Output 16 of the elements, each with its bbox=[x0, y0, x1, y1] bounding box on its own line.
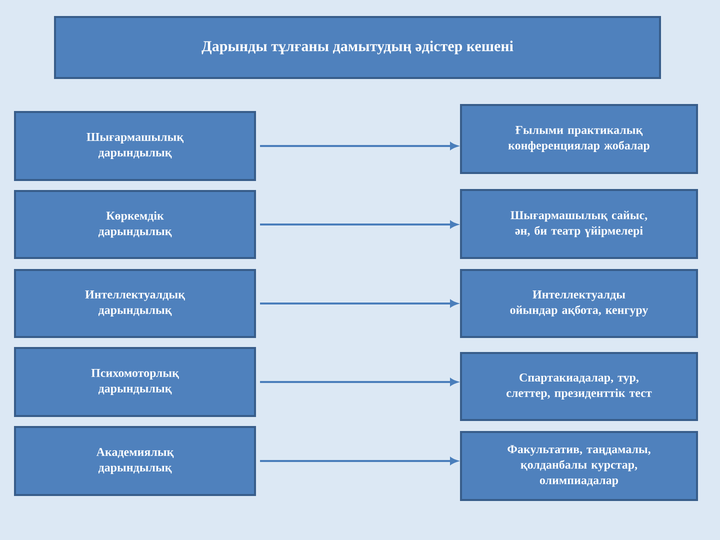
activity-box: Ғылыми практикалық конференциялар жобалар bbox=[460, 104, 698, 174]
connector-arrow bbox=[260, 220, 458, 228]
category-box: Шығармашылық дарындылық bbox=[14, 111, 256, 181]
connector-arrow bbox=[260, 142, 458, 150]
category-box: Академиялық дарындылық bbox=[14, 426, 256, 496]
title-box: Дарынды тұлғаны дамытудың әдістер кешені bbox=[54, 16, 661, 79]
connector-arrow bbox=[260, 457, 458, 465]
activity-box: Интеллектуалды ойындар ақбота, кенгуру bbox=[460, 269, 698, 338]
category-box: Интеллектуалдық дарындылық bbox=[14, 269, 256, 338]
activity-box: Шығармашылық сайыс, ән, би театр үйірмелері bbox=[460, 189, 698, 259]
category-box: Психомоторлық дарындылық bbox=[14, 347, 256, 417]
activity-box: Факультатив, таңдамалы, қолданбалы курстар, олимпиадалар bbox=[460, 431, 698, 501]
category-box: Көркемдік дарындылық bbox=[14, 190, 256, 259]
connector-arrow bbox=[260, 300, 458, 308]
activity-box: Спартакиадалар, тур, слеттер, президенттік тест bbox=[460, 352, 698, 421]
connector-arrow bbox=[260, 378, 458, 386]
